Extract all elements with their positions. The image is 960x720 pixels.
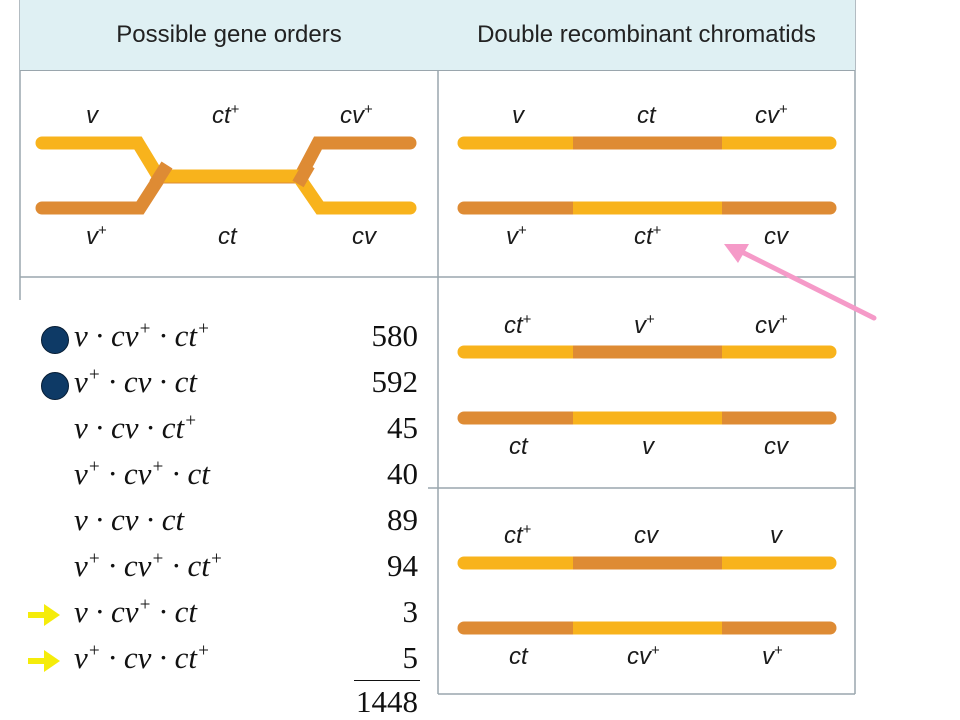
p3-bottom-label-1: ct: [509, 643, 528, 670]
genotype-5: v · cv · ct: [74, 502, 185, 537]
chromatid-panel-3: [457, 556, 837, 635]
p1-bottom-label-1: v+: [506, 222, 527, 250]
p2-bottom-label-1: ct: [509, 433, 528, 460]
p2-bottom-label-3: cv: [764, 433, 788, 460]
count-1: 580: [371, 318, 419, 353]
p1-top-label-1: v: [512, 102, 524, 129]
count-8: 5: [402, 640, 419, 675]
circle-marker-icon: [41, 326, 69, 354]
chromatid-panel-1: [457, 136, 837, 215]
count-2: 592: [371, 364, 419, 399]
cross-row-2: v+ · cv · ct 592: [0, 362, 426, 408]
genotype-7: v · cv+ · ct: [74, 594, 197, 629]
p1-bottom-label-3: cv: [764, 223, 788, 250]
cross-top-label-2: ct+: [212, 101, 240, 129]
chromatid-panel-2: [457, 345, 837, 425]
count-4: 40: [387, 456, 418, 491]
circle-marker-icon: [41, 372, 69, 400]
count-6: 94: [387, 548, 418, 583]
p3-top-label-3: v: [770, 522, 782, 549]
genotype-4: v+ · cv+ · ct: [74, 456, 210, 491]
p2-bottom-label-2: v: [642, 433, 654, 460]
count-7: 3: [402, 594, 419, 629]
light-chromatid-crossing: [35, 136, 417, 215]
p2-top-label-3: cv+: [755, 311, 788, 339]
p2-top-label-2: v+: [634, 311, 655, 339]
sum-divider: [354, 680, 420, 681]
genotype-1: v · cv+ · ct+: [74, 318, 210, 353]
cross-bottom-label-1: v+: [86, 222, 107, 250]
p3-top-label-1: ct+: [504, 521, 532, 549]
header-double-recombinant: Double recombinant chromatids: [438, 0, 855, 71]
cross-row-7: v · cv+ · ct 3: [0, 592, 426, 638]
cross-row-8: v+ · cv · ct+ 5: [0, 638, 426, 684]
header-gene-orders: Possible gene orders: [20, 0, 438, 71]
cross-row-3: v · cv · ct+ 45: [0, 408, 426, 454]
cross-row-4: v+ · cv+ · ct 40: [0, 454, 426, 500]
dark-chromatid-overlap: [149, 161, 315, 188]
cross-top-label-1: v: [86, 102, 98, 129]
cross-row-6: v+ · cv+ · ct+ 94: [0, 546, 426, 592]
count-5: 89: [387, 502, 418, 537]
cross-data-panel: v · cv+ · ct+ 580 v+ · cv · ct 592 v · c…: [0, 300, 426, 720]
total-count: 1448: [356, 684, 418, 719]
cross-bottom-label-2: ct: [218, 223, 237, 250]
count-3: 45: [387, 410, 418, 445]
p3-bottom-label-2: cv+: [627, 642, 660, 670]
arrow-right-icon: [28, 604, 60, 626]
cross-top-label-3: cv+: [340, 101, 373, 129]
genotype-3: v · cv · ct+: [74, 410, 197, 445]
arrow-right-icon: [28, 650, 60, 672]
p1-bottom-label-2: ct+: [634, 222, 662, 250]
genotype-8: v+ · cv · ct+: [74, 640, 210, 675]
genotype-2: v+ · cv · ct: [74, 364, 197, 399]
header-double-recombinant-label: Double recombinant chromatids: [477, 21, 816, 48]
p2-top-label-1: ct+: [504, 311, 532, 339]
genotype-6: v+ · cv+ · ct+: [74, 548, 223, 583]
header-gene-orders-label: Possible gene orders: [116, 21, 342, 48]
cross-row-5: v · cv · ct 89: [0, 500, 426, 546]
cross-bottom-label-3: cv: [352, 223, 376, 250]
p1-top-label-2: ct: [637, 102, 656, 129]
p3-bottom-label-3: v+: [762, 642, 783, 670]
p1-top-label-3: cv+: [755, 101, 788, 129]
p3-top-label-2: cv: [634, 522, 658, 549]
cross-row-1: v · cv+ · ct+ 580: [0, 316, 426, 362]
